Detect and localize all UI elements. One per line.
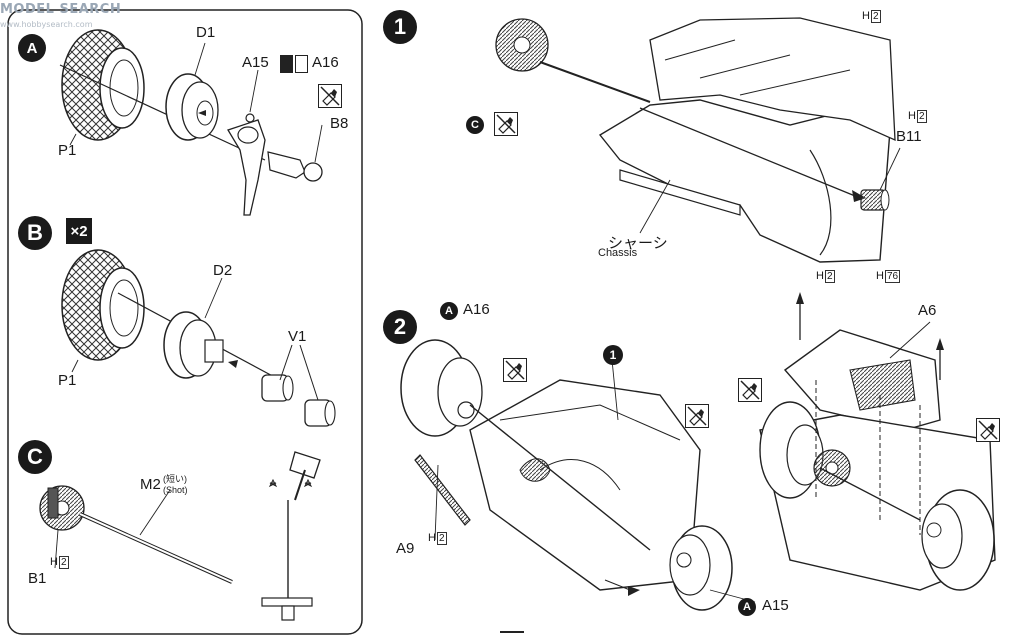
label-a6: A6	[918, 302, 937, 319]
label-b1: B1	[28, 570, 47, 587]
watermark-text: MODEL SEARCH	[0, 2, 122, 17]
label-v1: V1	[288, 328, 307, 345]
multiplier-badge: ×2	[66, 218, 92, 244]
label-chassis-en: Chassis	[598, 247, 638, 259]
label-chassis-jp: シャーシ	[608, 235, 668, 252]
label-p1-a: P1	[58, 142, 77, 159]
watermark-subtext: www.hobbysearch.com	[0, 20, 93, 29]
panel-c-badge: C	[18, 440, 52, 474]
glue-icon-step1	[494, 112, 518, 136]
label-d1: D1	[196, 24, 216, 41]
label-p1-b: P1	[58, 372, 77, 389]
glue-icon-step2-b	[685, 404, 709, 428]
label-a9: A9	[396, 540, 415, 557]
label-b11: B11	[896, 128, 922, 145]
hammer-icon	[292, 446, 293, 447]
label-m2-en: (Shot)	[163, 485, 188, 495]
glue-icon	[318, 84, 342, 108]
label-a16-step2: A16	[463, 301, 490, 318]
step1-sub-badge: C	[466, 116, 484, 134]
panel-a-badge: A	[18, 34, 46, 62]
panel-b-drawing	[61, 249, 336, 427]
step1-number: 1	[383, 10, 417, 44]
panel-c-drawing	[39, 451, 321, 621]
step1-drawing	[495, 17, 896, 263]
panel-a-drawing	[59, 29, 323, 216]
label-a16: A16	[312, 54, 339, 71]
leader-lines	[54, 42, 931, 603]
glue-icon-step2-a	[503, 358, 527, 382]
color-dots-icon	[280, 55, 308, 73]
glue-icon-step2-d	[976, 418, 1000, 442]
label-d2: D2	[213, 262, 233, 279]
subassembly-frame	[7, 9, 363, 635]
panel-b-badge: B	[18, 216, 52, 250]
label-a15: A15	[242, 54, 269, 71]
label-m2-jp: (短い)	[163, 474, 187, 484]
step2-a16-badge: A	[440, 302, 458, 320]
step2-a15-badge: A	[738, 598, 756, 616]
glue-icon-step2-c	[738, 378, 762, 402]
step2-drawing	[400, 292, 996, 611]
label-b8: B8	[330, 115, 349, 132]
step2-sub-step: 1	[603, 345, 623, 365]
label-m2: M2	[140, 476, 161, 493]
step2-number: 2	[383, 310, 417, 344]
label-a15-step2: A15	[762, 597, 789, 614]
